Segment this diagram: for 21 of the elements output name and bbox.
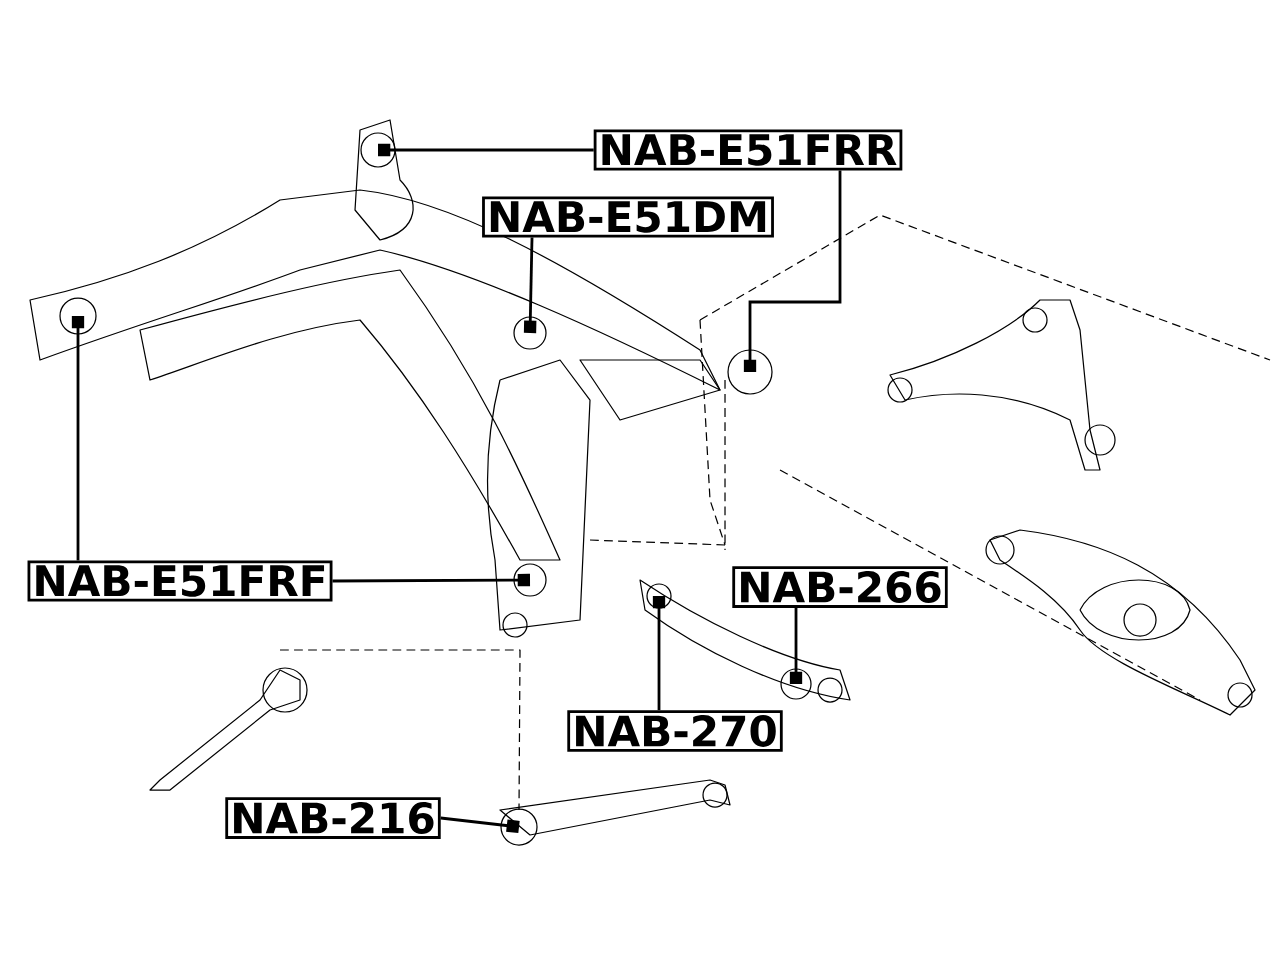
part-number-label: NAB-266 [732, 566, 948, 608]
bushing [513, 316, 547, 350]
bushing [500, 808, 538, 846]
leader-line [652, 596, 666, 711]
part-number-label: NAB-E51FRR [593, 129, 903, 171]
bushing [780, 668, 812, 700]
part-number-label: NAB-216 [225, 797, 441, 839]
part-number-label: NAB-E51DM [482, 196, 774, 238]
bushing [727, 349, 773, 395]
part-number-label: NAB-270 [567, 710, 783, 752]
bushing [360, 132, 396, 168]
leader-line [378, 143, 594, 157]
bushing [646, 583, 672, 609]
leader-line [71, 316, 85, 561]
leader-line [743, 170, 842, 372]
bushing [59, 297, 97, 335]
leader-line [523, 237, 537, 334]
leader-line [332, 573, 531, 587]
leader-line [789, 607, 803, 684]
bushing [513, 563, 547, 597]
part-number-label: NAB-E51FRF [27, 560, 333, 602]
